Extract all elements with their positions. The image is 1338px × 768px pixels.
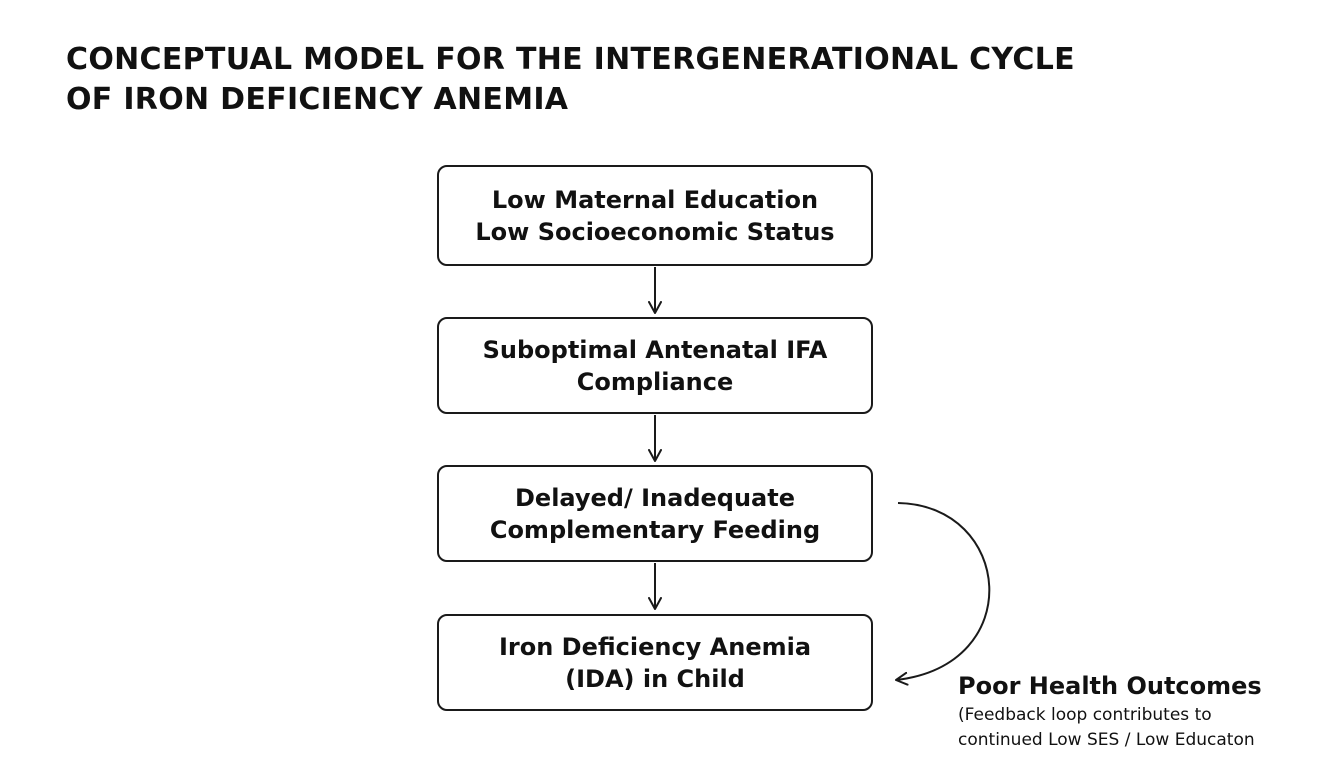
node-complementary-feeding: Delayed/ Inadequate Complementary Feedin… (437, 465, 873, 562)
feedback-loop-note: (Feedback loop contributes to continued … (958, 703, 1255, 753)
diagram-title-line-2: OF IRON DEFICIENCY ANEMIA (66, 82, 569, 117)
node-antenatal-ifa-compliance: Suboptimal Antenatal IFA Compliance (437, 317, 873, 414)
node-label-line: Complementary Feeding (489, 515, 821, 544)
feedback-note-line-2: continued Low SES / Low Educaton (958, 730, 1255, 750)
diagram-title: CONCEPTUAL MODEL FOR THE INTERGENERATION… (66, 40, 1075, 120)
diagram-title-line-1: CONCEPTUAL MODEL FOR THE INTERGENERATION… (66, 42, 1075, 77)
feedback-loop-arrow (895, 502, 991, 686)
node-low-maternal-education: Low Maternal Education Low Socioeconomic… (437, 165, 873, 266)
node-label-line: Compliance (576, 367, 734, 396)
feedback-note-line-1: (Feedback loop contributes to (958, 705, 1212, 725)
poor-health-outcomes-label: Poor Health Outcomes (958, 672, 1262, 700)
node-label-line: Suboptimal Antenatal IFA (482, 335, 828, 364)
node-label-line: Low Socioeconomic Status (475, 217, 835, 246)
node-iron-deficiency-anemia: Iron Deficiency Anemia (IDA) in Child (437, 614, 873, 711)
node-label-line: Delayed/ Inadequate (515, 483, 795, 512)
node-label-line: Low Maternal Education (491, 185, 819, 214)
node-label-line: Iron Deficiency Anemia (498, 632, 812, 661)
node-label-line: (IDA) in Child (565, 664, 745, 693)
